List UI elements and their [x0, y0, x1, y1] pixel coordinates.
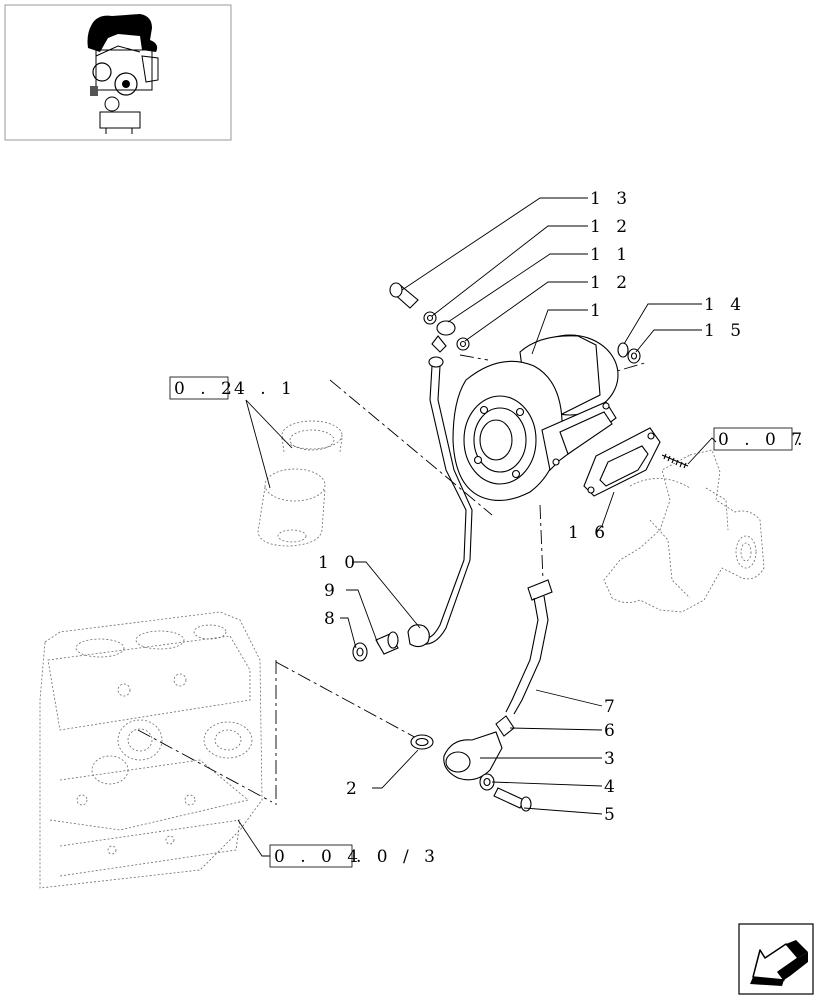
callout-8: 8 — [324, 609, 340, 629]
callout-9: 9 — [324, 581, 340, 601]
ref-007-label[interactable]: 0 . 0 7 . — [713, 427, 807, 451]
ref-024-tail: 4 . 1 — [234, 379, 297, 399]
ref-024-label[interactable]: 0 . 2 4 . 1 — [169, 376, 297, 400]
callout-1: 1 — [590, 301, 606, 321]
callout-labels: 1 3 1 2 1 1 1 2 1 1 4 1 5 1 6 1 0 9 8 7 … — [318, 189, 746, 825]
return-connector — [495, 715, 515, 737]
callout-4: 4 — [604, 777, 620, 797]
oil-return-pipe — [505, 579, 553, 715]
callout-7: 7 — [604, 697, 620, 717]
ghost-elbow-pipe — [257, 420, 343, 547]
ref-007-tail: . — [797, 430, 807, 450]
sealing-washer — [352, 642, 368, 662]
block-washer — [410, 734, 434, 750]
ref-004-tail: . 0 / 3 — [356, 847, 440, 867]
callout-13: 1 3 — [590, 189, 632, 209]
callout-12-upper: 1 2 — [590, 217, 632, 237]
return-elbow — [443, 731, 503, 781]
ref-004-boxed: 0 . 0 4 — [274, 847, 363, 867]
ghost-cylinder-block — [39, 611, 263, 889]
return-washer — [479, 773, 495, 791]
callout-14: 1 4 — [704, 295, 746, 315]
callout-leaders — [237, 197, 717, 857]
callout-2: 2 — [346, 779, 362, 799]
ref-004-label[interactable]: 0 . 0 4 . 0 / 3 — [269, 844, 440, 868]
ref-007-boxed: 0 . 0 7 — [718, 430, 807, 450]
flange-bolt — [493, 787, 532, 812]
callout-3: 3 — [604, 749, 620, 769]
callout-10: 1 0 — [318, 553, 360, 573]
ghost-exhaust-manifold — [603, 449, 765, 613]
callout-15: 1 5 — [704, 321, 746, 341]
callout-16: 1 6 — [568, 523, 610, 543]
callout-6: 6 — [604, 721, 620, 741]
callout-11: 1 1 — [590, 245, 632, 265]
turbocharger — [452, 334, 619, 501]
reference-chain-lines — [137, 354, 649, 805]
callout-5: 5 — [604, 805, 620, 825]
banjo-bolt-assembly — [389, 282, 470, 353]
oil-feed-pipe — [407, 356, 473, 648]
stud-and-nut — [617, 342, 689, 469]
ref-024-boxed: 0 . 2 — [174, 379, 237, 399]
engine-location-thumbnail — [87, 14, 159, 134]
previous-page-arrow-icon[interactable] — [738, 923, 814, 995]
callout-12-lower: 1 2 — [590, 273, 632, 293]
union-fitting — [375, 631, 399, 655]
exhaust-gasket — [583, 427, 661, 497]
